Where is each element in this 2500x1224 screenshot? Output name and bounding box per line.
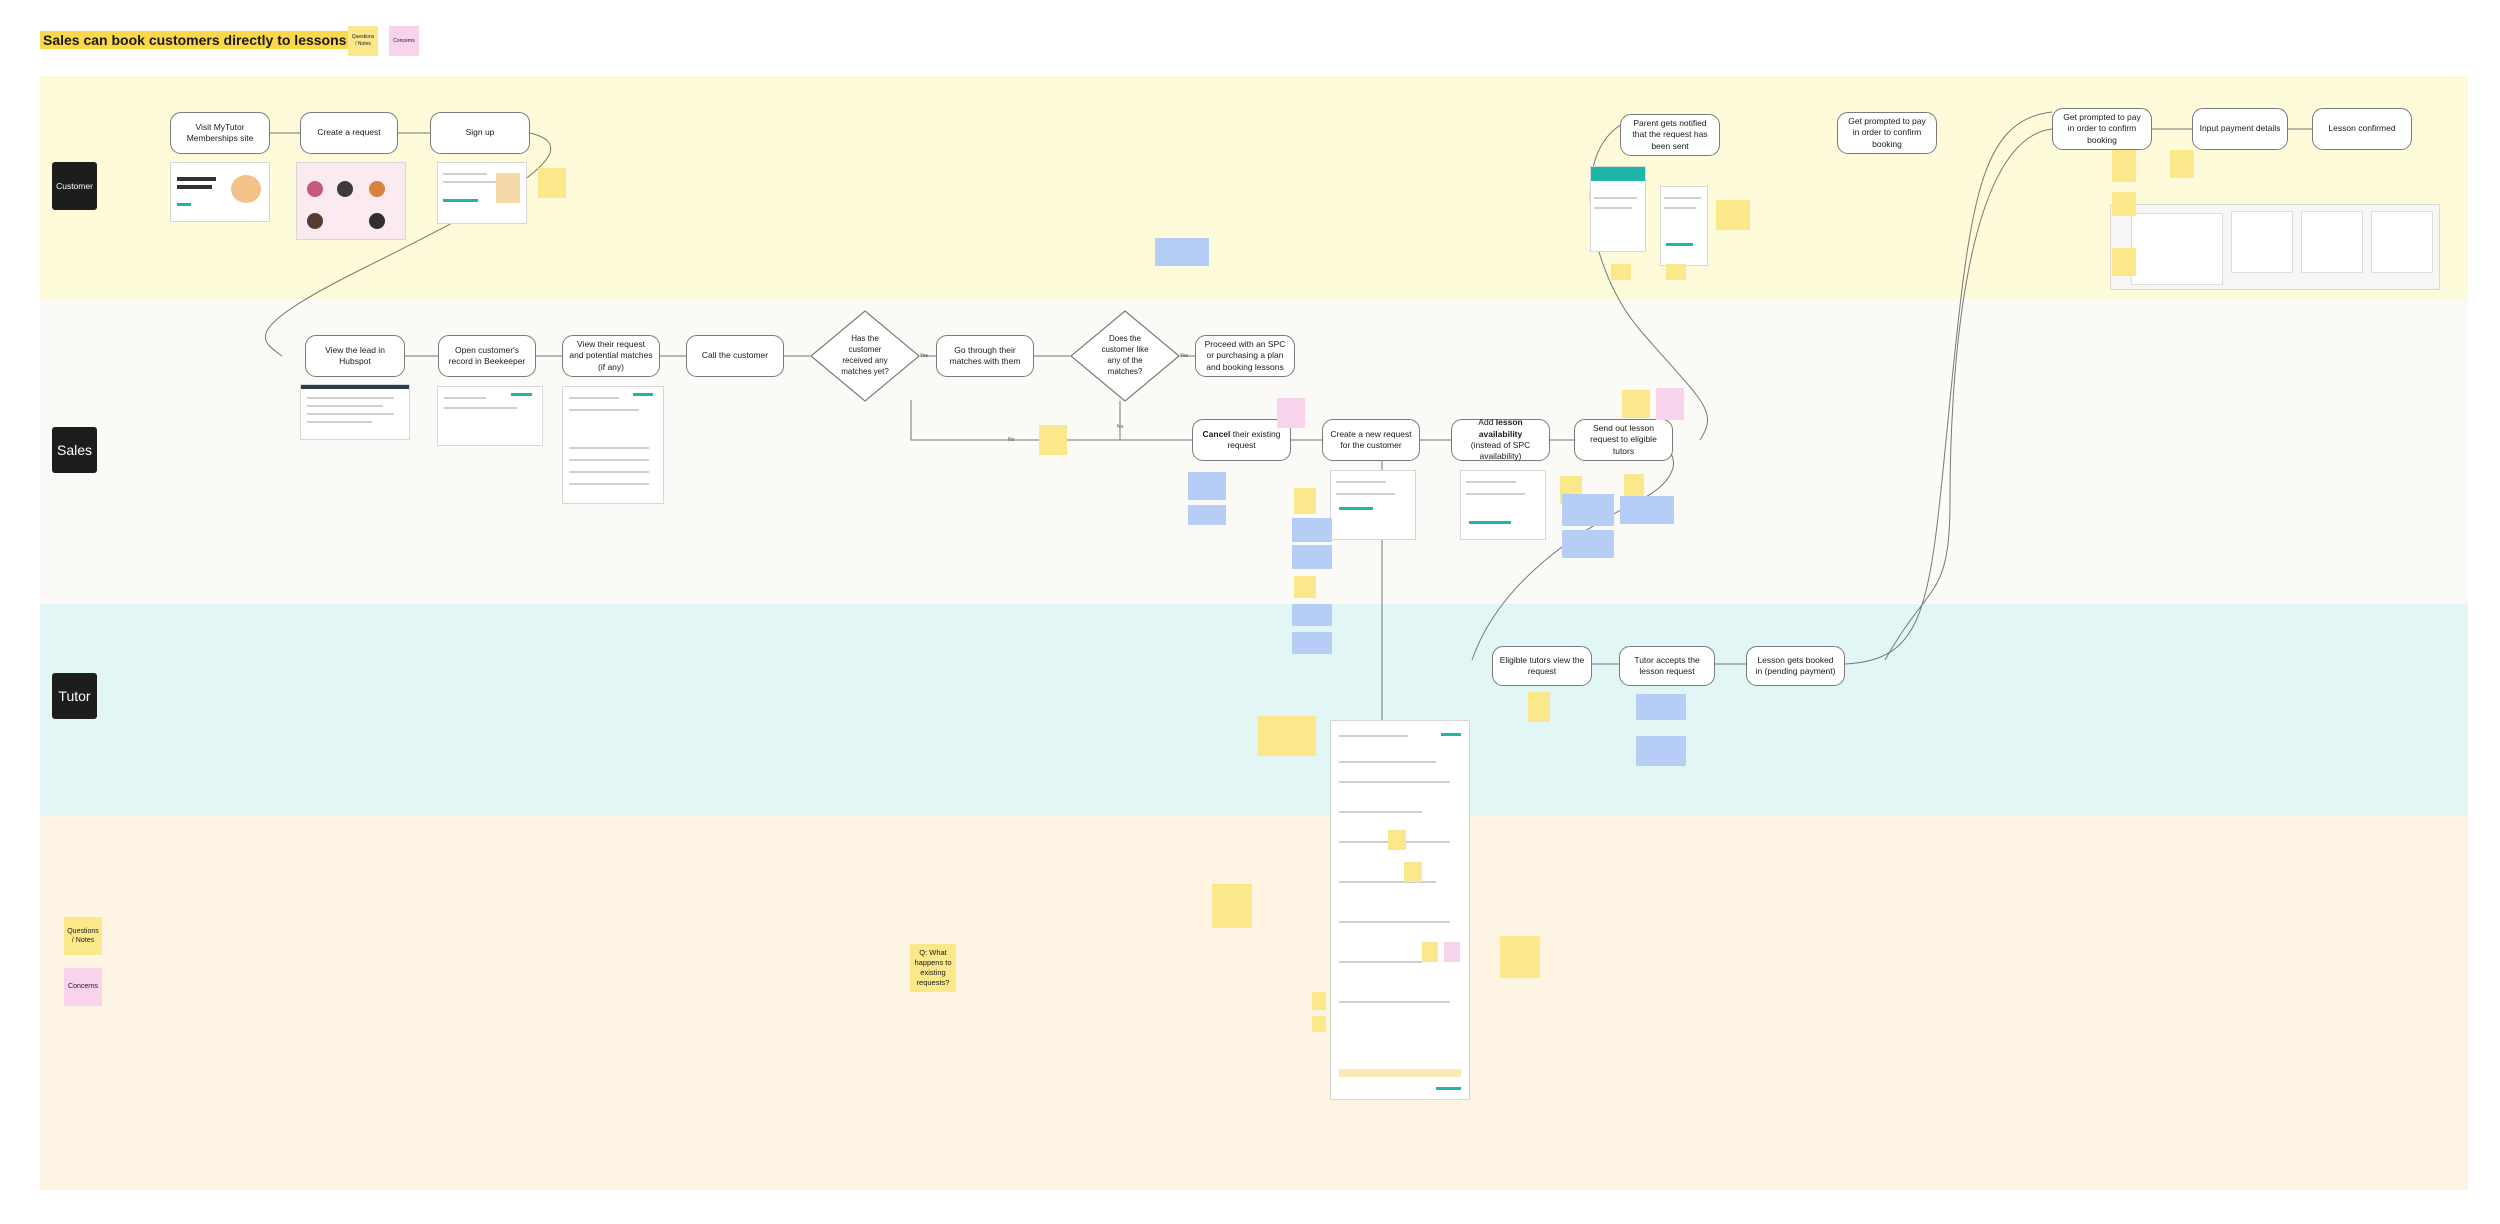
node-input-payment[interactable]: Input payment details (2192, 108, 2288, 150)
screenshot-memberships-site (170, 162, 270, 222)
lane-label-sales: Sales (52, 427, 97, 473)
note-sticky (1636, 694, 1686, 720)
note-sticky (1277, 398, 1305, 428)
node-view-lead[interactable]: View the lead in Hubspot (305, 335, 405, 377)
note-sticky (1500, 936, 1540, 978)
edge-label-yes-1: Yes (920, 353, 929, 359)
node-call-customer[interactable]: Call the customer (686, 335, 784, 377)
tutor-lane (40, 604, 2468, 816)
screenshot-create-request (296, 162, 406, 240)
note-sticky (2112, 248, 2136, 276)
note-sticky (1388, 830, 1406, 850)
decision-has-matches-shape (810, 310, 920, 402)
screenshot-payment-flow (2110, 204, 2440, 290)
screenshot-new-request (1330, 470, 1416, 540)
node-view-request[interactable]: View their request and potential matches… (562, 335, 660, 377)
notes-lane (40, 816, 2468, 1190)
note-sticky (1294, 576, 1316, 598)
note-sticky (1666, 264, 1686, 280)
edge-label-no-1: No (1008, 437, 1015, 443)
node-eligible-view[interactable]: Eligible tutors view the request (1492, 646, 1592, 686)
note-sticky (1212, 884, 1252, 928)
edge-label-no-2: No (1117, 424, 1124, 430)
note-sticky (1292, 545, 1332, 569)
note-sticky (1039, 425, 1067, 455)
screenshot-sign-up (437, 162, 527, 224)
node-send-out[interactable]: Send out lesson request to eligible tuto… (1574, 419, 1673, 461)
screenshot-request-form (1330, 720, 1470, 1100)
note-sticky (1444, 942, 1460, 962)
decision-like-matches-shape (1070, 310, 1180, 402)
note-sticky (1188, 472, 1226, 500)
note-sticky (1294, 488, 1316, 514)
note-sticky (1292, 632, 1332, 654)
note-sticky (1312, 1016, 1326, 1032)
board-title-text: Sales can book customers directly to les… (40, 31, 350, 49)
note-sticky (1155, 238, 1209, 266)
screenshot-notification-email (1590, 166, 1646, 252)
note-sticky (1312, 992, 1326, 1010)
legend-concerns-sticky: Concerns (389, 26, 419, 56)
node-visit-site[interactable]: Visit MyTutor Memberships site (170, 112, 270, 154)
note-sticky (1620, 496, 1674, 524)
note-sticky (1258, 716, 1316, 756)
note-sticky (1562, 494, 1614, 526)
note-sticky (1624, 474, 1644, 498)
note-sticky (2112, 192, 2136, 216)
legend-questions-sticky: Questions / Notes (348, 26, 378, 56)
note-sticky (1528, 692, 1550, 722)
node-tutor-accepts[interactable]: Tutor accepts the lesson request (1619, 646, 1715, 686)
note-sticky (1404, 862, 1422, 882)
legend-concerns-sticky-bottom: Concerns (64, 968, 102, 1006)
node-booked-pending[interactable]: Lesson gets booked in (pending payment) (1746, 646, 1845, 686)
note-sticky (1292, 518, 1332, 542)
cancel-rest: their existing request (1227, 428, 1281, 450)
decision-has-matches[interactable]: Has the customer received any matches ye… (841, 334, 889, 376)
node-cancel-request[interactable]: Cancel their existing request (1192, 419, 1291, 461)
note-sticky (538, 168, 566, 198)
node-add-availability[interactable]: Add lesson availability(instead of SPC a… (1451, 417, 1550, 462)
node-parent-notified[interactable]: Parent gets notified that the request ha… (1620, 114, 1720, 156)
note-sticky (1611, 264, 1631, 280)
note-sticky (1292, 604, 1332, 626)
screenshot-request-sent (1660, 186, 1708, 266)
screenshot-availability (1460, 470, 1546, 540)
screenshot-request-matches (562, 386, 664, 504)
note-sticky (1656, 388, 1684, 420)
screenshot-hubspot (300, 384, 410, 440)
decision-like-matches[interactable]: Does the customer like any of the matche… (1101, 334, 1149, 376)
lane-label-customer: Customer (52, 162, 97, 210)
node-create-request[interactable]: Create a request (300, 112, 398, 154)
node-prompted-pay-2[interactable]: Get prompted to pay in order to confirm … (2052, 108, 2152, 150)
add-bold: lesson availability (1478, 417, 1523, 439)
note-sticky (1188, 505, 1226, 525)
node-lesson-confirmed[interactable]: Lesson confirmed (2312, 108, 2412, 150)
note-existing-requests: Q: What happens to existing requests? (910, 944, 956, 992)
note-sticky (1562, 530, 1614, 558)
node-go-through[interactable]: Go through their matches with them (936, 335, 1034, 377)
note-sticky (2112, 150, 2136, 182)
lane-label-tutor: Tutor (52, 673, 97, 719)
screenshot-beekeeper (437, 386, 543, 446)
add-suffix: (instead of SPC availability) (1470, 440, 1531, 462)
board-title: Sales can book customers directly to les… (40, 31, 350, 49)
add-prefix: Add (1478, 417, 1496, 428)
node-open-record[interactable]: Open customer's record in Beekeeper (438, 335, 536, 377)
edge-label-yes-2: Yes (1180, 353, 1189, 359)
node-prompted-pay-1[interactable]: Get prompted to pay in order to confirm … (1837, 112, 1937, 154)
note-sticky (1716, 200, 1750, 230)
note-sticky (1622, 390, 1650, 418)
node-proceed-spc[interactable]: Proceed with an SPC or purchasing a plan… (1195, 335, 1295, 377)
node-create-new-request[interactable]: Create a new request for the customer (1322, 419, 1420, 461)
note-sticky (1636, 736, 1686, 766)
note-sticky (1422, 942, 1438, 962)
note-sticky (2170, 150, 2194, 178)
node-sign-up[interactable]: Sign up (430, 112, 530, 154)
legend-questions-sticky-bottom: Questions / Notes (64, 917, 102, 955)
cancel-bold: Cancel (1202, 428, 1231, 439)
